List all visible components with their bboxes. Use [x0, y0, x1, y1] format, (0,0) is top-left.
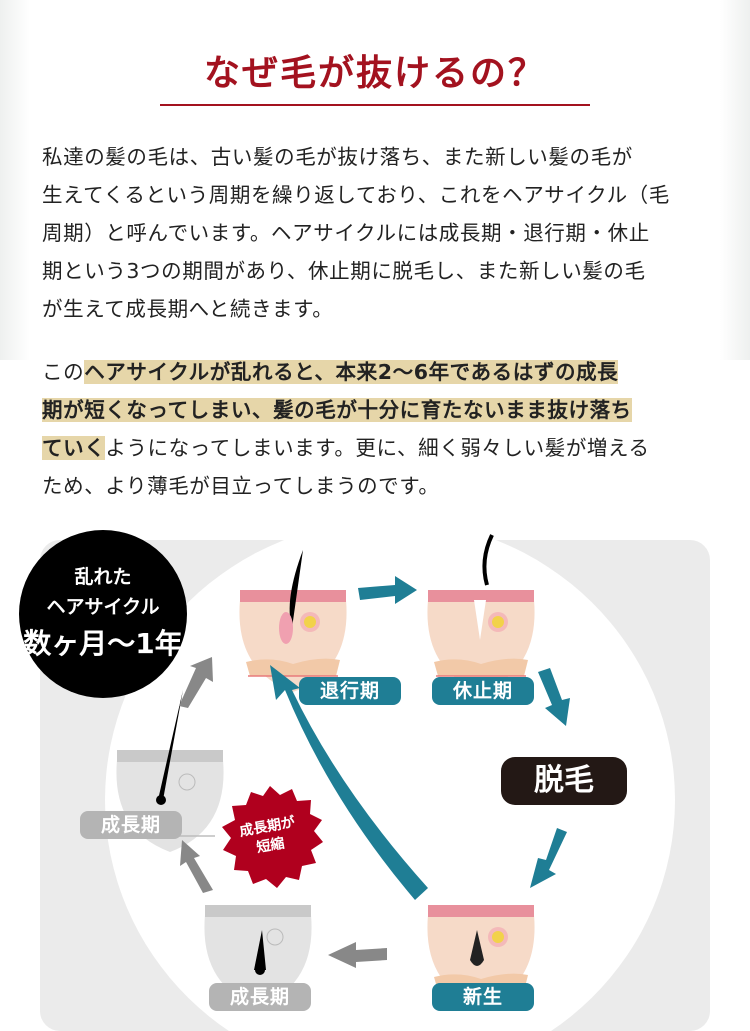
arrow-down-left-icon [530, 828, 567, 888]
cycle-badge: 乱れた ヘアサイクル 数ヶ月〜1年 [19, 530, 187, 698]
text-line: 生えてくるという周期を繰り返しており、これをヘアサイクル（毛 [42, 183, 670, 207]
text-line: ため、より薄毛が目立ってしまうのです。 [42, 474, 440, 498]
badge-line: ヘアサイクル [46, 596, 160, 618]
text: この [42, 360, 85, 384]
text-line: 期という3つの期間があり、休止期に脱毛し、また新しい髪の毛 [42, 259, 646, 283]
highlight-text: ていく [42, 436, 106, 460]
label-kyushiki: 休止期 [432, 677, 534, 705]
intro-paragraph: 私達の髪の毛は、古い髪の毛が抜け落ち、また新しい髪の毛が 生えてくるという周期を… [42, 138, 722, 328]
gray-arrows [179, 657, 387, 968]
arrow-up-gray-icon [179, 657, 213, 708]
arrow-up-long-icon [270, 665, 428, 900]
highlight-text: 期が短くなってしまい、髪の毛が十分に育たないまま抜け落ち [42, 398, 632, 422]
teal-arrows [270, 576, 570, 900]
label-seichouki-1: 成長期 [80, 811, 182, 839]
text-line: 周期）と呼んでいます。ヘアサイクルには成長期・退行期・休止 [42, 221, 650, 245]
text: ようになってしまいます。更に、細く弱々しい髪が増える [105, 436, 650, 460]
shinsei-illustration [426, 904, 536, 1008]
text-line: このヘアサイクルが乱れると、本来2〜6年であるはずの成長 [42, 353, 722, 391]
seichouki-illustration-1 [115, 690, 225, 853]
label-taikouki: 退行期 [299, 677, 401, 705]
seichouki-illustration-2 [203, 904, 313, 1008]
text-line: ていくようになってしまいます。更に、細く弱々しい髪が増える [42, 429, 722, 467]
taikouki-illustration [238, 550, 348, 693]
detail-paragraph: このヘアサイクルが乱れると、本来2〜6年であるはずの成長 期が短くなってしまい、… [42, 353, 722, 505]
arrow-left-icon [328, 942, 387, 968]
label-datsumo: 脱毛 [501, 757, 627, 805]
burst-shape [222, 786, 323, 888]
badge-duration: 数ヶ月〜1年 [23, 627, 183, 660]
page-title: なぜ毛が抜けるの？ [160, 44, 590, 106]
badge-line: 乱れた [74, 566, 132, 588]
arrow-down-icon [538, 668, 570, 726]
highlight-text: ヘアサイクルが乱れると、本来2〜6年であるはずの成長 [84, 360, 619, 384]
text-line: が生えて成長期へと続きます。 [42, 297, 334, 321]
kyushiki-illustration [426, 534, 536, 693]
label-shinsei: 新生 [432, 983, 534, 1011]
background [0, 0, 750, 360]
label-seichouki-2: 成長期 [209, 983, 311, 1011]
text-line: 私達の髪の毛は、古い髪の毛が抜け落ち、また新しい髪の毛が [42, 145, 633, 169]
text-line: 期が短くなってしまい、髪の毛が十分に育たないまま抜け落ち [42, 391, 722, 429]
arrow-up-gray-icon [180, 840, 213, 893]
arrow-right-icon [358, 576, 417, 604]
